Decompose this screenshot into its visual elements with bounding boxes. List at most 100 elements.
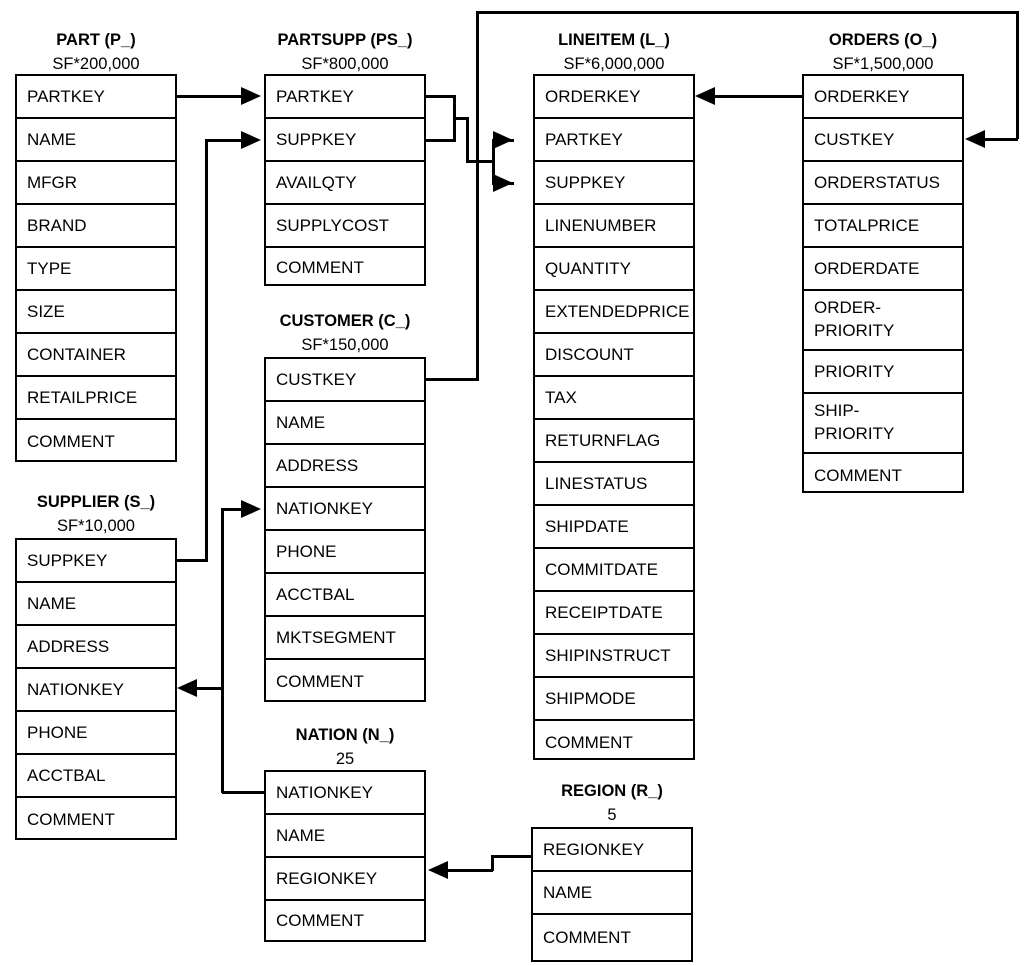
field-part-brand: BRAND [17,205,175,248]
field-part-retailprice: RETAILPRICE [17,377,175,420]
field-lineitem-comment: COMMENT [545,732,633,752]
field-orders-orderdate: ORDERDATE [804,248,962,291]
entity-count-lineitem: SF*6,000,000 [563,55,665,73]
entity-box-orders: ORDERKEY CUSTKEY ORDERSTATUS TOTALPRICE … [802,74,964,493]
field-part-type: TYPE [17,248,175,291]
field-part-size: SIZE [17,291,175,334]
field-lineitem-discount: DISCOUNT [535,334,693,377]
entity-count-nation: 25 [335,750,355,768]
entity-count-customer: SF*150,000 [301,336,389,354]
field-orders-comment: COMMENT [814,465,902,485]
entity-title-nation: NATION (N_) [295,726,395,744]
field-customer-name: NAME [266,402,424,445]
field-part-comment: COMMENT [27,431,115,451]
field-partsupp-availqty: AVAILQTY [266,162,424,205]
field-orders-custkey: CUSTKEY [804,119,962,162]
entity-title-orders: ORDERS (O_) [828,31,938,49]
field-supplier-suppkey: SUPPKEY [17,540,175,583]
entity-box-supplier: SUPPKEY NAME ADDRESS NATIONKEY PHONE ACC… [15,538,177,840]
arrowhead-supplier-nationkey [177,679,197,697]
connector-customer-custkey-v2 [1016,11,1019,139]
field-orders-orderpriority: ORDER- PRIORITY [804,291,962,351]
field-orders-orderpriority-line2: PRIORITY [814,321,895,340]
field-orders-orderstatus: ORDERSTATUS [804,162,962,205]
field-nation-comment: COMMENT [276,911,364,930]
field-customer-custkey: CUSTKEY [266,359,424,402]
field-nation-nationkey: NATIONKEY [266,772,424,815]
field-orders-clerk: PRIORITY [804,351,962,394]
field-customer-phone: PHONE [266,531,424,574]
connector-customer-custkey-h1 [426,378,479,381]
field-lineitem-receiptdate: RECEIPTDATE [535,592,693,635]
connector-customer-custkey-h2 [985,138,1018,141]
connector-partsupp-fork-v [492,139,495,184]
field-lineitem-commitdate: COMMITDATE [535,549,693,592]
field-lineitem-quantity: QUANTITY [535,248,693,291]
entity-box-lineitem: ORDERKEY PARTKEY SUPPKEY LINENUMBER QUAN… [533,74,695,760]
entity-title-partsupp: PARTSUPP (PS_) [277,31,413,49]
entity-count-region: 5 [607,806,617,824]
arrowhead-lineitem-partkey [493,131,513,149]
field-supplier-phone: PHONE [17,712,175,755]
field-part-mfgr: MFGR [17,162,175,205]
connector-customer-custkey-top [476,11,1019,14]
field-partsupp-partkey: PARTKEY [266,76,424,119]
field-part-name: NAME [17,119,175,162]
field-customer-comment: COMMENT [276,671,364,691]
field-lineitem-extendedprice: EXTENDEDPRICE [535,291,693,334]
field-nation-name: NAME [266,815,424,858]
field-partsupp-comment: COMMENT [276,258,364,277]
connector-region-regionkey-h1 [492,855,532,858]
arrowhead-partsupp-suppkey [241,131,261,149]
field-region-comment: COMMENT [543,927,631,947]
field-customer-acctbal: ACCTBAL [266,574,424,617]
field-region-regionkey: REGIONKEY [533,829,691,872]
field-partsupp-suppkey: SUPPKEY [266,119,424,162]
entity-title-region: REGION (R_) [561,782,663,800]
field-supplier-comment: COMMENT [27,809,115,829]
field-lineitem-shipdate: SHIPDATE [535,506,693,549]
connector-supplier-suppkey-v [205,139,208,561]
field-customer-mktsegment: MKTSEGMENT [266,617,424,660]
connector-orders-orderkey-to-lineitem [715,95,802,98]
field-partsupp-supplycost: SUPPLYCOST [266,205,424,248]
field-orders-shippriority-line1: SHIP- [814,401,860,420]
connector-supplier-suppkey-h1 [177,559,208,562]
field-orders-shippriority: SHIP- PRIORITY [804,394,962,454]
arrowhead-customer-nationkey [241,500,261,518]
connector-partsupp-partkey-h [426,95,456,98]
entity-box-nation: NATIONKEY NAME REGIONKEY COMMENT [264,770,426,942]
arrowhead-lineitem-suppkey [493,174,513,192]
entity-title-lineitem: LINEITEM (L_) [558,31,670,49]
entity-box-part: PARTKEY NAME MFGR BRAND TYPE SIZE CONTAI… [15,74,177,462]
connector-region-regionkey-h2 [468,869,493,872]
arrowhead-orders-custkey [965,130,985,148]
field-lineitem-returnflag: RETURNFLAG [535,420,693,463]
field-lineitem-suppkey: SUPPKEY [535,162,693,205]
field-orders-totalprice: TOTALPRICE [804,205,962,248]
field-part-partkey: PARTKEY [17,76,175,119]
field-orders-orderkey: ORDERKEY [804,76,962,119]
connector-supplier-suppkey-h2 [205,139,241,142]
field-lineitem-linenumber: LINENUMBER [535,205,693,248]
connector-partsupp-merge-h [453,117,469,120]
connector-partsupp-suppkey-h [426,139,456,142]
arrowhead-lineitem-orderkey [695,87,715,105]
field-customer-nationkey: NATIONKEY [266,488,424,531]
field-lineitem-linestatus: LINESTATUS [535,463,693,506]
field-lineitem-partkey: PARTKEY [535,119,693,162]
entity-count-partsupp: SF*800,000 [301,55,389,73]
entity-box-region: REGIONKEY NAME COMMENT [531,827,693,962]
connector-nation-nationkey-v [221,508,224,793]
field-orders-orderpriority-line1: ORDER- [814,298,882,317]
field-region-name: NAME [533,872,691,915]
connector-partsupp-drop-h [466,160,495,163]
arrowhead-partsupp-partkey [241,87,261,105]
field-part-container: CONTAINER [17,334,175,377]
field-supplier-name: NAME [17,583,175,626]
entity-title-part: PART (P_) [56,31,136,49]
connector-customer-custkey-v1 [476,11,479,380]
entity-count-supplier: SF*10,000 [57,517,135,535]
field-nation-regionkey: REGIONKEY [266,858,424,901]
